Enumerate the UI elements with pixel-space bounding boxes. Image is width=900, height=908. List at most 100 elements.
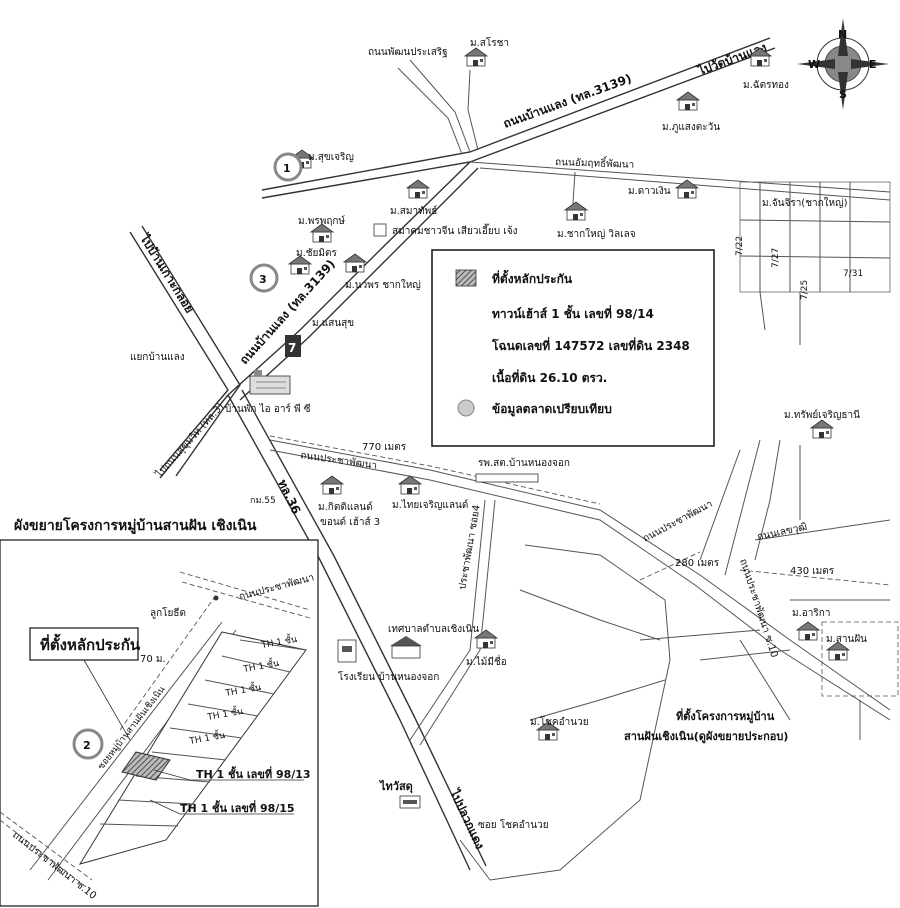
place-thesaban: เทศบาลตำบลเชิงเนิน <box>388 624 479 635</box>
place-nawaporn: ม.นวพร ชากใหญ่ <box>345 279 421 291</box>
place-sochan: ม.สโรชา <box>470 36 509 49</box>
places-layer: ม.สโรชา ม.ฉัตรทอง ม.ภูแสงตะวัน ม.ดาวเงิน… <box>225 36 899 809</box>
legend-comparable-swatch <box>457 399 475 417</box>
place-house-ip: บ้านพัก ไอ อาร์ พี ซี <box>225 403 311 415</box>
house-icon <box>343 253 367 273</box>
road-ban-laeng-label: ถนนบ้านแลง (ทล.3139) <box>501 71 633 131</box>
road-phattana-label: ถนนพัฒนประเสริฐ <box>368 47 448 58</box>
road-pluak-daeng-label: ไปปลวกแดง <box>446 785 488 851</box>
building-icon <box>373 223 387 237</box>
house-icon <box>676 91 700 111</box>
road-tl36-label: ทล.36 <box>275 477 303 516</box>
place-sanfan: ม.สานฝัน <box>826 634 867 645</box>
place-hospital: รพ.สต.บ้านหนองจอก <box>478 457 570 469</box>
roads-layer <box>129 37 891 881</box>
school-icon <box>337 639 357 663</box>
km55-label: กม.55 <box>250 496 276 506</box>
compass-w: W <box>808 58 820 71</box>
lot-labels: 7/22 7/27 7/31 7/25 <box>735 236 863 300</box>
project-area-outline <box>821 621 899 697</box>
inset-distance: 70 ม. <box>140 654 166 665</box>
government-icon <box>390 636 422 659</box>
place-chokamnuay: ม.โชคอำนวย <box>530 715 589 728</box>
place-thaicharoen: ม.ไทยเจริญแลนด์ <box>392 499 468 511</box>
store-icon <box>285 335 301 357</box>
place-school: โรงเรียน บ้านหนองจอก <box>338 670 439 683</box>
lot-725: 7/25 <box>800 280 810 300</box>
house-icon <box>796 621 820 641</box>
distance-430-label: 430 เมตร <box>790 566 835 577</box>
compass-n: N <box>838 28 847 41</box>
hospital-icon <box>475 473 539 483</box>
inset-unit-a: TH 1 ชั้น เลขที่ 98/13 <box>196 766 311 781</box>
road-soi10-label: ถนนประชาพัฒนา ซ.10 <box>737 558 779 660</box>
place-chakyai-villa: ม.ชากใหญ่ วิลเลจ <box>557 228 636 240</box>
house-icon <box>406 179 430 199</box>
road-amphan-label: ถนนอัมฤทธิ์พัฒนา <box>555 154 635 171</box>
place-chatthong: ม.ฉัตรทอง <box>743 80 789 91</box>
house-icon <box>464 47 488 67</box>
place-phusaengtawan: ม.ภูแสงตะวัน <box>662 122 720 133</box>
lot-727: 7/27 <box>771 248 781 268</box>
comparable-marker-1 <box>273 152 303 182</box>
project-loc-line2: สานฝันเชิงเนิน(ดูผังขยายประกอบ) <box>624 730 788 744</box>
compass-e: E <box>869 58 877 71</box>
place-arika: ม.อาริกา <box>792 608 830 619</box>
place-thaiwasadu: ไทวัสดุ <box>378 779 413 794</box>
house-icon <box>564 201 588 221</box>
marker-3-label: 3 <box>259 273 267 286</box>
inset-lots: TH 1 ชั้น TH 1 ชั้น TH 1 ชั้น TH 1 ชั้น … <box>78 631 307 865</box>
inset-title: ผังขยายโครงการหมู่บ้านสานฝัน เชิงเนิน <box>14 516 257 534</box>
place-saensuk: ม.แสนสุข <box>312 318 354 329</box>
lot-722: 7/22 <box>735 236 745 256</box>
inset-callout: ที่ตั้งหลักประกัน <box>40 633 141 654</box>
yaek-label: แยกบ้านแลง <box>130 351 185 363</box>
road-ko-koi-label: ไปบ้านเกาะกลอย <box>136 230 197 316</box>
place-sukcharoen: ม.สุขเจริญ <box>308 152 354 163</box>
place-samathanee: ม.สมาทัพธ์ <box>390 205 437 217</box>
inset-plan: ผังขยายโครงการหมู่บ้านสานฝัน เชิงเนิน ถน… <box>0 516 319 907</box>
lot-731: 7/31 <box>843 269 863 279</box>
house-icon <box>810 419 834 439</box>
legend-title: ที่ตั้งหลักประกัน <box>492 269 573 286</box>
place-sapcharoenthani: ม.ทรัพย์เจริญธานี <box>784 409 860 421</box>
comparable-marker-2 <box>72 728 104 760</box>
compass-icon: N S E W <box>797 18 889 110</box>
house-icon <box>398 475 422 495</box>
place-homehouse3: ขอนด์ เฮ้าส์ 3 <box>320 516 380 528</box>
place-samakhom: สมาคมชาวจีน เสียวเอี๊ยบ เจ้ง <box>392 223 518 237</box>
place-phruksa: ม.พรพฤกษ์ <box>298 215 345 227</box>
inset-pipe: ลูกโยธีด <box>150 606 186 619</box>
inset-callout-box <box>29 627 139 661</box>
marker-1-label: 1 <box>283 162 291 175</box>
comparable-markers: 1 3 <box>249 152 303 293</box>
comparable-marker-3 <box>249 263 279 293</box>
legend-hatch-swatch <box>455 269 477 287</box>
project-loc-line1: ที่ตั้งโครงการหมู่บ้าน <box>676 708 775 724</box>
legend-comparable: ข้อมูลตลาดเปรียบเทียบ <box>492 402 612 417</box>
marker-2-label: 2 <box>83 739 91 752</box>
collateral-lot <box>121 751 171 781</box>
legend-line3: เนื้อที่ดิน 26.10 ตรว. <box>492 368 607 385</box>
place-maimee: ม.ไม้มีชื่อ <box>466 654 507 668</box>
road-soi4-label: ประชาพัฒนา ซอย4 <box>457 504 483 590</box>
store-icon <box>399 795 421 809</box>
house-icon <box>675 179 699 199</box>
distance-lines <box>269 435 891 586</box>
place-chanchira: ม.จันจิรา(ชากใหญ่) <box>762 197 848 209</box>
road-sukhumvit-label: ไปถนนสุขุมวิท (ทล.3) <box>153 401 227 481</box>
road-prachapatthana-2-label: ถนนประชาพัฒนา <box>641 499 714 545</box>
compass-s: S <box>839 88 847 101</box>
distance-280-label: 280 เมตร <box>675 558 720 569</box>
legend-line2: โฉนดเลขที่ 147572 เลขที่ดิน 2348 <box>491 337 690 353</box>
factory-icon <box>249 370 291 395</box>
place-chaimit: ม.ชัยมิตร <box>296 248 338 259</box>
place-daoroen: ม.ดาวเงิน <box>628 186 671 197</box>
distance-770-label: 770 เมตร <box>362 442 407 453</box>
inset-unit-b: TH 1 ชั้น เลขที่ 98/15 <box>180 800 295 815</box>
place-kittilands: ม.กิตติแลนด์ <box>318 501 373 513</box>
svg-text:7: 7 <box>288 341 296 355</box>
legend-box: ที่ตั้งหลักประกัน ทาวน์เฮ้าส์ 1 ชั้น เลข… <box>431 249 715 447</box>
house-icon <box>320 475 344 495</box>
